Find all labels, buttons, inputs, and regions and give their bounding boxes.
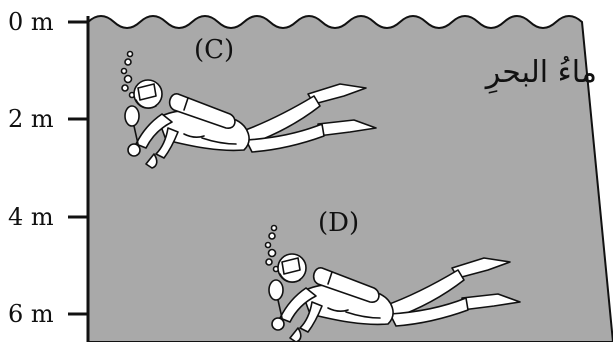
depth-label-2: 2 m [8, 107, 54, 131]
sea-water-label: ماءُ البحرِ [486, 58, 597, 88]
diver-c-label: (C) [194, 37, 234, 63]
diver-d-label: (D) [318, 210, 359, 236]
depth-label-4: 4 m [8, 205, 54, 229]
depth-label-6: 6 m [8, 302, 54, 326]
depth-label-0: 0 m [8, 10, 54, 34]
